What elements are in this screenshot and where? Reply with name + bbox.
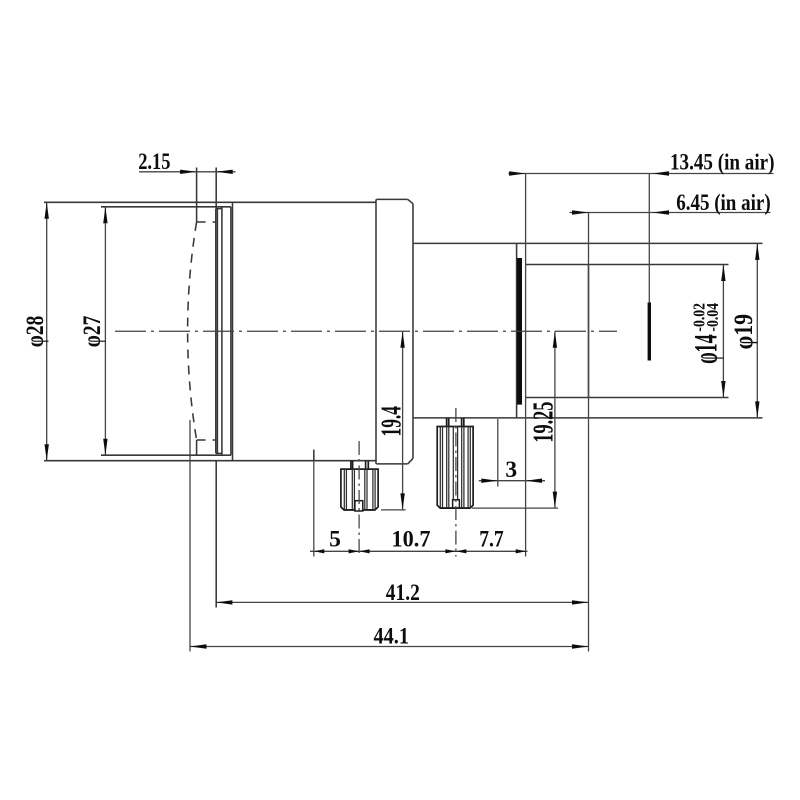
- svg-text:φ14: φ14: [689, 334, 725, 364]
- svg-text:44.1: 44.1: [374, 624, 410, 650]
- svg-text:5: 5: [329, 527, 341, 553]
- svg-text:13.45 (in air): 13.45 (in air): [670, 150, 775, 176]
- svg-text:φ27: φ27: [79, 316, 106, 348]
- svg-text:19.4: 19.4: [377, 406, 408, 437]
- svg-text:φ19: φ19: [729, 314, 758, 350]
- svg-text:φ28: φ28: [22, 316, 49, 348]
- svg-text:-0.04: -0.04: [703, 303, 722, 332]
- svg-text:2.15: 2.15: [138, 149, 170, 175]
- svg-text:6.45 (in air): 6.45 (in air): [676, 190, 771, 216]
- svg-text:-0.02: -0.02: [690, 303, 709, 332]
- svg-text:10.7: 10.7: [392, 527, 431, 553]
- svg-text:41.2: 41.2: [386, 580, 420, 606]
- svg-text:7.7: 7.7: [479, 527, 504, 553]
- svg-text:19.25: 19.25: [528, 402, 559, 443]
- svg-text:3: 3: [505, 457, 517, 483]
